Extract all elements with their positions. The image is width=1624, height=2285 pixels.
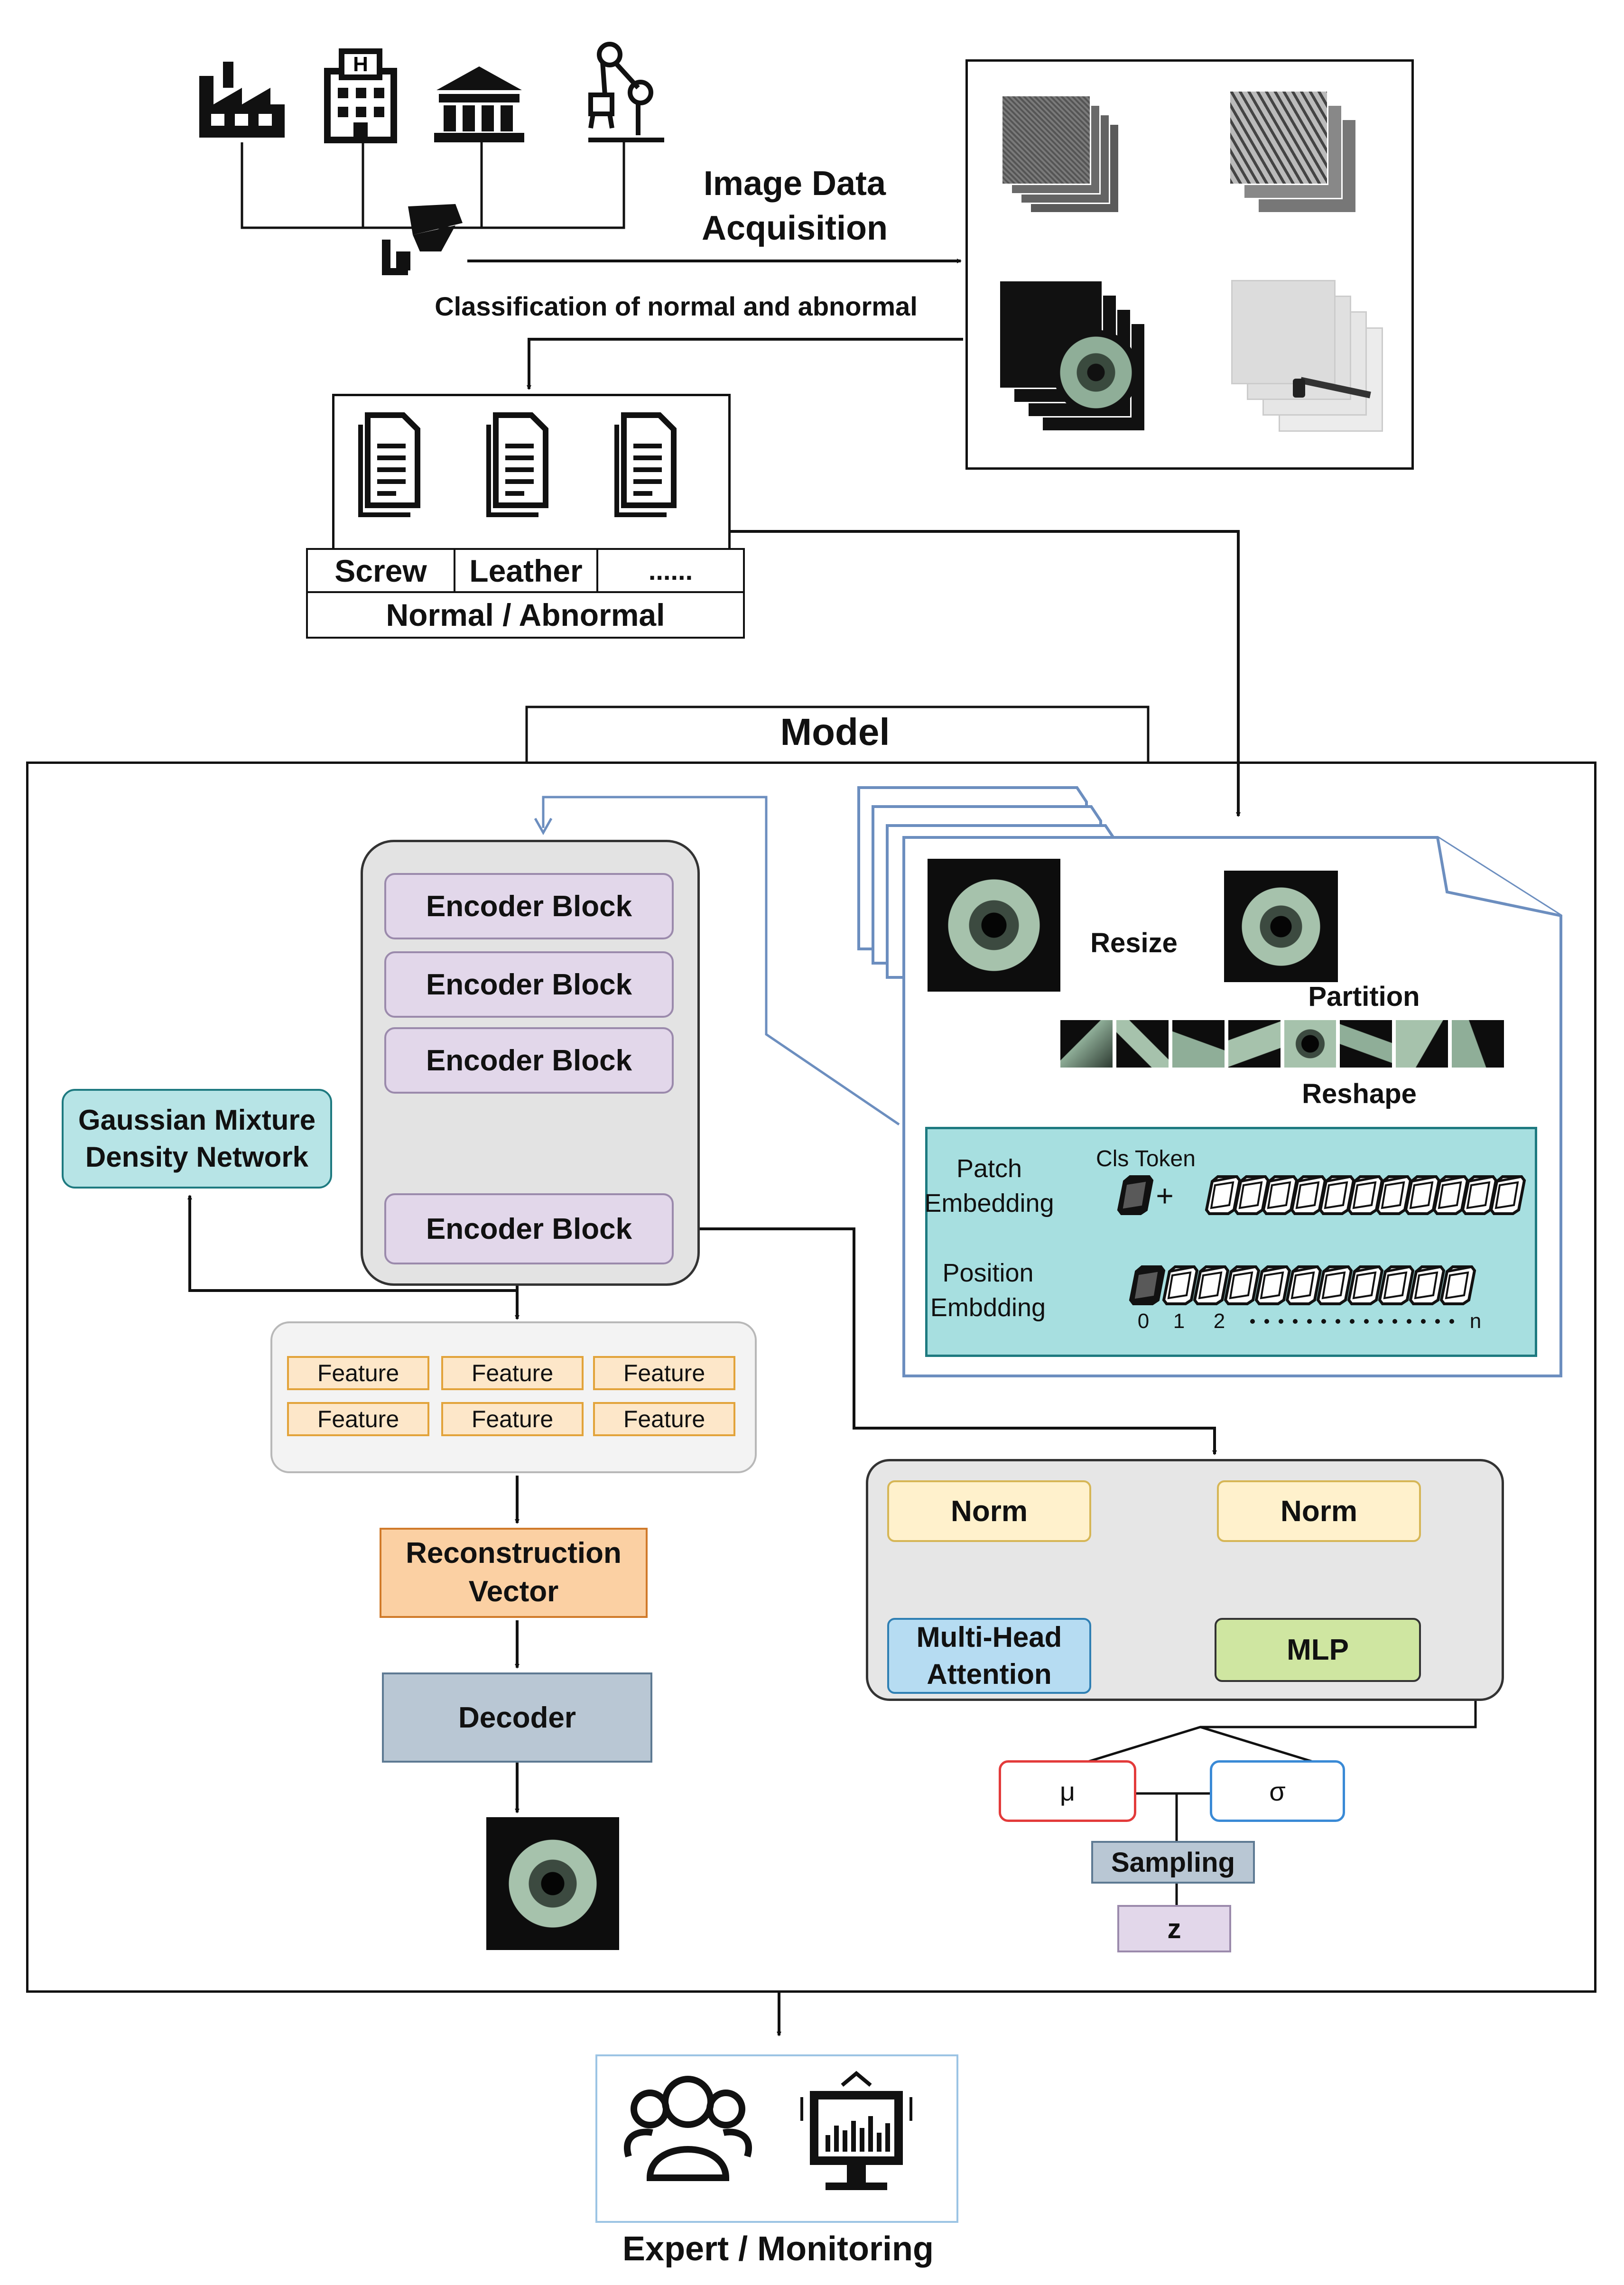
svg-text:H: H xyxy=(353,53,368,76)
model-title: Model xyxy=(780,710,890,753)
position-index-n: n xyxy=(1469,1310,1482,1333)
patch-5 xyxy=(1284,1020,1336,1068)
partition-label: Partition xyxy=(1308,981,1420,1012)
mha-line1: Multi-Head xyxy=(916,1621,1062,1653)
reconstruction-vector: Reconstruction Vector xyxy=(380,1528,648,1618)
feature-cell-6: Feature xyxy=(593,1402,735,1436)
reconstructed-image xyxy=(486,1817,619,1950)
mu-box: μ xyxy=(999,1760,1136,1822)
document-icon-3 xyxy=(614,412,677,517)
texture-sample-carpet xyxy=(1001,95,1124,218)
patch-strip xyxy=(1060,1020,1504,1068)
texture-sample-grid xyxy=(1229,90,1371,218)
resized-nut-image xyxy=(1224,871,1338,982)
patch-2 xyxy=(1116,1020,1169,1068)
patch-4 xyxy=(1228,1020,1281,1068)
feature-cell-3: Feature xyxy=(593,1356,735,1390)
recon-line1: Reconstruction xyxy=(406,1537,622,1570)
patch-6 xyxy=(1340,1020,1392,1068)
robot-arm-icon xyxy=(588,42,664,142)
encoder-block-4: Encoder Block xyxy=(384,1193,674,1264)
position-embedding-line2: Embdding xyxy=(930,1293,1046,1322)
encoder-block-3: Encoder Block xyxy=(384,1027,674,1094)
factory-icon xyxy=(199,62,285,138)
classification-label: Classification of normal and abnormal xyxy=(435,291,918,321)
bank-icon xyxy=(434,66,524,142)
screw-sample-stack xyxy=(1231,280,1388,437)
gmdn-box: Gaussian Mixture Density Network xyxy=(62,1089,332,1189)
resize-label: Resize xyxy=(1090,928,1178,958)
document-icon-1 xyxy=(358,412,420,517)
reshape-label: Reshape xyxy=(1302,1078,1417,1109)
dataset-status: Normal / Abnormal xyxy=(306,591,745,639)
position-index-1: 1 xyxy=(1173,1310,1185,1333)
mha-line2: Attention xyxy=(927,1658,1052,1690)
users-icon xyxy=(624,2076,752,2181)
dataset-cell-leather: Leather xyxy=(454,548,598,593)
feature-cell-4: Feature xyxy=(287,1402,429,1436)
document-icons xyxy=(358,412,677,517)
feature-cell-1: Feature xyxy=(287,1356,429,1390)
patch-embedding-line1: Patch xyxy=(956,1154,1022,1183)
position-index-2: 2 xyxy=(1213,1310,1225,1333)
acquisition-title-line2: Acquisition xyxy=(702,209,888,247)
cls-token-label: Cls Token xyxy=(1096,1146,1196,1171)
feature-cell-2: Feature xyxy=(441,1356,584,1390)
patch-7 xyxy=(1396,1020,1448,1068)
image-samples-box xyxy=(965,59,1414,470)
hospital-icon: H xyxy=(324,48,397,143)
multi-head-attention-box: Multi-Head Attention xyxy=(887,1618,1091,1694)
acquisition-title-line1: Image Data xyxy=(703,165,886,203)
sampling-box: Sampling xyxy=(1091,1841,1255,1884)
plus-symbol: + xyxy=(1156,1179,1174,1213)
decoder-box: Decoder xyxy=(382,1672,652,1763)
patch-3 xyxy=(1172,1020,1225,1068)
norm-box-2: Norm xyxy=(1217,1480,1421,1542)
encoder-block-2: Encoder Block xyxy=(384,951,674,1018)
model-box xyxy=(26,762,1596,1993)
gmdn-line1: Gaussian Mixture xyxy=(78,1104,316,1136)
sigma-box: σ xyxy=(1210,1760,1345,1822)
patch-1 xyxy=(1060,1020,1113,1068)
position-embedding-label: Position Embdding xyxy=(928,1253,1049,1328)
embedding-panel xyxy=(925,1127,1537,1357)
encoder-block-1: Encoder Block xyxy=(384,873,674,939)
recon-line2: Vector xyxy=(468,1575,559,1608)
patch-8 xyxy=(1452,1020,1504,1068)
patch-embedding-label: Patch Embedding xyxy=(924,1148,1054,1224)
position-embedding-line1: Position xyxy=(942,1259,1034,1288)
feature-cell-5: Feature xyxy=(441,1402,584,1436)
norm-box-1: Norm xyxy=(887,1480,1091,1542)
nut-sample-stack xyxy=(999,280,1151,437)
feature-panel xyxy=(270,1321,757,1473)
input-nut-image xyxy=(928,859,1060,992)
gmdn-line2: Density Network xyxy=(85,1141,309,1173)
expert-monitoring-label: Expert / Monitoring xyxy=(622,2230,934,2268)
patch-embedding-line2: Embedding xyxy=(924,1189,1054,1217)
z-box: z xyxy=(1117,1905,1231,1952)
document-icons-panel xyxy=(332,394,731,550)
document-icon-2 xyxy=(486,412,548,517)
mlp-box: MLP xyxy=(1215,1618,1421,1682)
acquisition-title: Image Data Acquisition xyxy=(662,159,928,254)
position-index-0: 0 xyxy=(1137,1310,1150,1333)
monitor-icon xyxy=(800,2071,912,2190)
